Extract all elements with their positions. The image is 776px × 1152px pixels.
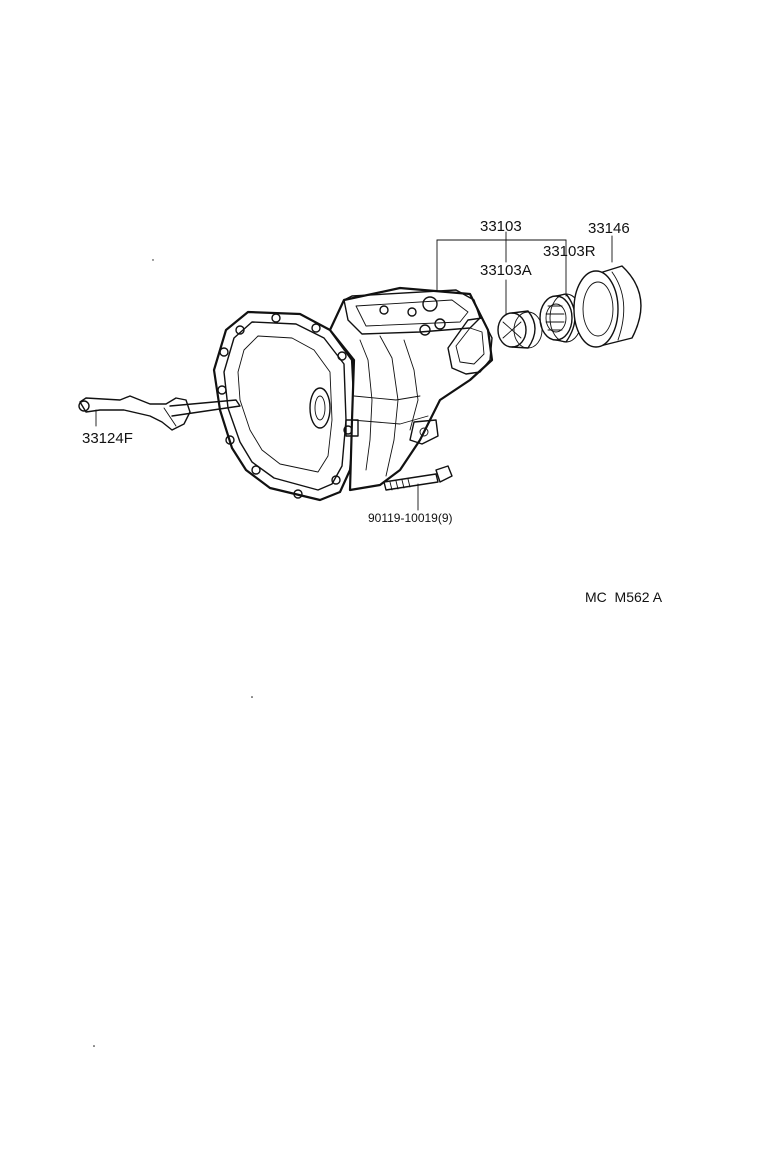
label-bolt: 90119-10019(9) <box>368 511 453 525</box>
part-33124f-drawing <box>78 395 241 431</box>
part-33103a-drawing <box>497 310 543 349</box>
figure-code: MC M562 A <box>585 589 663 605</box>
speck <box>93 1045 95 1047</box>
label-33146: 33146 <box>588 220 630 237</box>
speck <box>152 259 154 261</box>
speck <box>251 696 253 698</box>
part-33146-drawing <box>573 265 642 348</box>
label-33103r: 33103R <box>543 243 596 260</box>
transmission-case-drawing <box>212 286 494 502</box>
label-33124f: 33124F <box>82 430 133 447</box>
label-33103a: 33103A <box>480 262 532 279</box>
label-33103: 33103 <box>480 218 522 235</box>
leader-bracket-33103 <box>436 231 613 316</box>
bolt-drawing <box>383 465 453 511</box>
